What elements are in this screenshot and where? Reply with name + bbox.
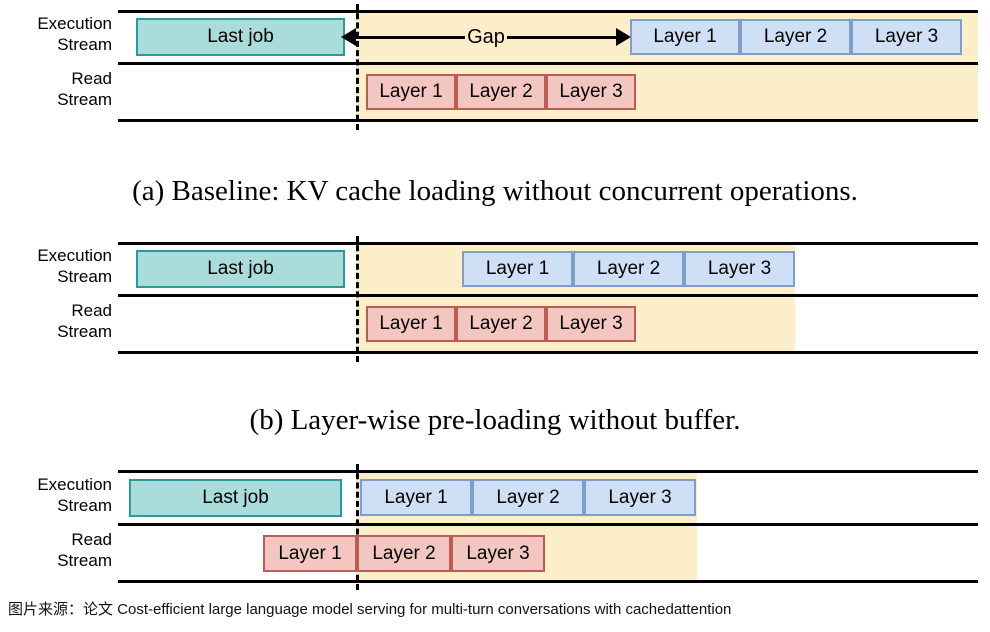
box-label: Last job [202, 487, 269, 508]
panel-c-read-layer-2: Layer 2 [357, 535, 451, 572]
caption-panel-b: (b) Layer-wise pre-loading without buffe… [249, 404, 741, 436]
box-label: Layer 2 [372, 542, 436, 564]
panel-a-read-layer-1: Layer 1 [366, 74, 456, 110]
label-line-1: Execution [37, 14, 112, 33]
panel-a-execution-stream-label: Execution Stream [0, 13, 112, 55]
arrow-head-left-icon [341, 28, 356, 46]
panel-a-read-stream-label: Read Stream [0, 68, 112, 110]
panel-a-exec-last-job: Last job [136, 18, 345, 56]
gap-label: Gap [467, 26, 505, 48]
label-line-1: Read [71, 301, 112, 320]
panel-b-read-layer-3: Layer 3 [546, 306, 636, 342]
box-label: Layer 1 [653, 26, 717, 47]
box-label: Layer 1 [278, 542, 342, 564]
box-label: Layer 1 [384, 486, 448, 508]
box-label: Layer 1 [379, 313, 443, 334]
label-line-2: Stream [57, 35, 112, 54]
box-label: Layer 3 [559, 81, 623, 102]
panel-a-gap-arrow: Gap [341, 26, 631, 48]
panel-b-execution-stream-label: Execution Stream [0, 245, 112, 287]
panel-c-read-layer-1: Layer 1 [263, 535, 357, 572]
box-label: Layer 1 [485, 258, 550, 279]
panel-a-exec-layer-3: Layer 3 [851, 19, 962, 55]
panel-b-exec-last-job: Last job [136, 250, 345, 288]
panel-a-axis-top [118, 10, 978, 13]
arrow-head-right-icon [616, 28, 631, 46]
panel-b-axis-top [118, 242, 978, 245]
box-label: Layer 2 [596, 258, 661, 279]
source-attribution: 图片来源：论文 Cost-efficient large language mo… [8, 601, 732, 618]
panel-c-axis-top [118, 470, 978, 473]
panel-b-read-layer-2: Layer 2 [456, 306, 546, 342]
panel-c-axis-middle [118, 523, 978, 526]
panel-a-exec-layer-2: Layer 2 [740, 19, 851, 55]
label-line-2: Stream [57, 267, 112, 286]
panel-a-read-layer-2: Layer 2 [456, 74, 546, 110]
box-label: Layer 3 [874, 26, 939, 47]
label-line-1: Read [71, 69, 112, 88]
panel-a-read-layer-3: Layer 3 [546, 74, 636, 110]
box-label: Layer 2 [496, 486, 560, 508]
panel-b-exec-layer-1: Layer 1 [462, 251, 573, 287]
panel-a-boundary-dashed-line [356, 4, 359, 130]
label-line-2: Stream [57, 551, 112, 570]
box-label: Layer 2 [469, 81, 533, 102]
panel-b-exec-layer-3: Layer 3 [684, 251, 795, 287]
box-label: Layer 3 [559, 313, 623, 334]
panel-b: Execution Stream Read Stream Last job La… [0, 232, 990, 362]
label-line-2: Stream [57, 496, 112, 515]
box-label: Layer 1 [379, 81, 443, 102]
panel-c-axis-bottom [118, 580, 978, 583]
label-line-1: Read [71, 530, 112, 549]
box-label: Last job [207, 258, 274, 279]
panel-c-exec-layer-2: Layer 2 [472, 479, 584, 516]
box-label: Layer 3 [707, 258, 772, 279]
panel-b-boundary-dashed-line [356, 236, 359, 362]
panel-c-exec-last-job: Last job [129, 479, 342, 517]
panel-a-exec-layer-1: Layer 1 [630, 19, 740, 55]
gap-line-left [356, 35, 466, 39]
label-line-1: Execution [37, 475, 112, 494]
panel-b-read-stream-label: Read Stream [0, 300, 112, 342]
panel-b-read-layer-1: Layer 1 [366, 306, 456, 342]
panel-b-axis-bottom [118, 351, 978, 354]
label-line-2: Stream [57, 90, 112, 109]
caption-panel-a: (a) Baseline: KV cache loading without c… [132, 175, 858, 207]
label-line-2: Stream [57, 322, 112, 341]
gap-line-right [506, 35, 616, 39]
box-label: Layer 2 [763, 26, 828, 47]
box-label: Layer 3 [466, 542, 530, 564]
panel-c-execution-stream-label: Execution Stream [0, 474, 112, 516]
panel-c-exec-layer-3: Layer 3 [584, 479, 696, 516]
panel-a: Execution Stream Read Stream Last job Ga… [0, 0, 990, 130]
panel-b-exec-layer-2: Layer 2 [573, 251, 684, 287]
box-label: Last job [207, 26, 274, 47]
panel-a-axis-middle [118, 62, 978, 65]
panel-c: Execution Stream Read Stream Last job La… [0, 458, 990, 590]
box-label: Layer 3 [608, 486, 672, 508]
label-line-1: Execution [37, 246, 112, 265]
panel-b-axis-middle [118, 294, 978, 297]
panel-a-axis-bottom [118, 119, 978, 122]
panel-c-read-layer-3: Layer 3 [451, 535, 545, 572]
panel-c-read-stream-label: Read Stream [0, 529, 112, 571]
box-label: Layer 2 [469, 313, 533, 334]
panel-c-exec-layer-1: Layer 1 [360, 479, 472, 516]
panel-c-boundary-dashed-line [356, 464, 359, 590]
